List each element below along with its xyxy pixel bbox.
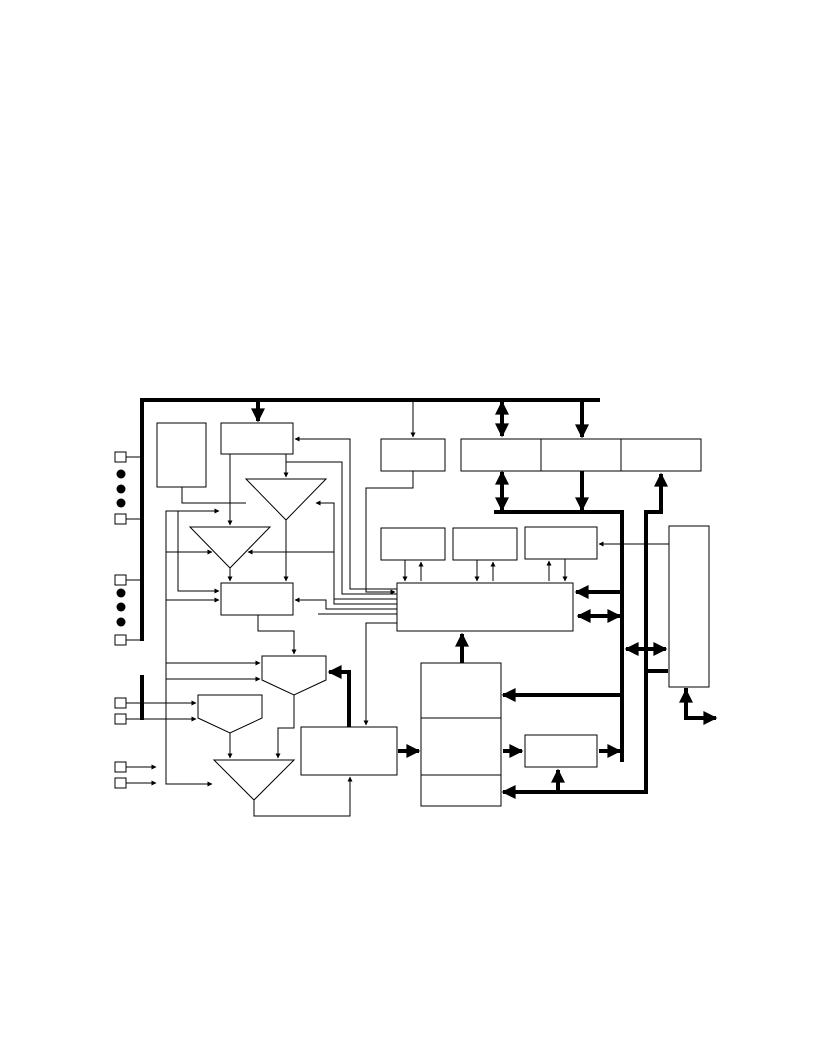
processing-block — [300, 726, 398, 776]
pin-dots — [116, 469, 126, 627]
memory-stack-block — [420, 662, 502, 807]
top-bus — [140, 398, 600, 641]
bus-interface-block-3 — [620, 438, 702, 472]
amplifier-lower — [212, 759, 296, 801]
comparator-upper — [244, 478, 328, 521]
peripheral-block-2 — [452, 527, 518, 561]
bus-interface-block-1 — [460, 438, 542, 472]
control-logic-block — [396, 582, 574, 632]
peripheral-block-3 — [524, 526, 598, 560]
right-tall-block — [668, 525, 710, 688]
mid-bus — [140, 472, 718, 799]
peripheral-block-1 — [380, 527, 446, 561]
signal-lines — [142, 400, 669, 817]
top-mid-block — [380, 438, 446, 472]
mux-select-block — [220, 582, 294, 616]
output-block — [524, 734, 598, 768]
pin-group-upper — [114, 451, 127, 789]
top-left-block — [220, 422, 294, 455]
bus-interface-block-2 — [540, 438, 622, 472]
adder-upper — [261, 655, 327, 696]
left-tall-block — [156, 422, 207, 488]
comparator-lower — [188, 526, 272, 569]
adder-left — [197, 694, 263, 734]
bus-arrows-top — [251, 400, 589, 512]
